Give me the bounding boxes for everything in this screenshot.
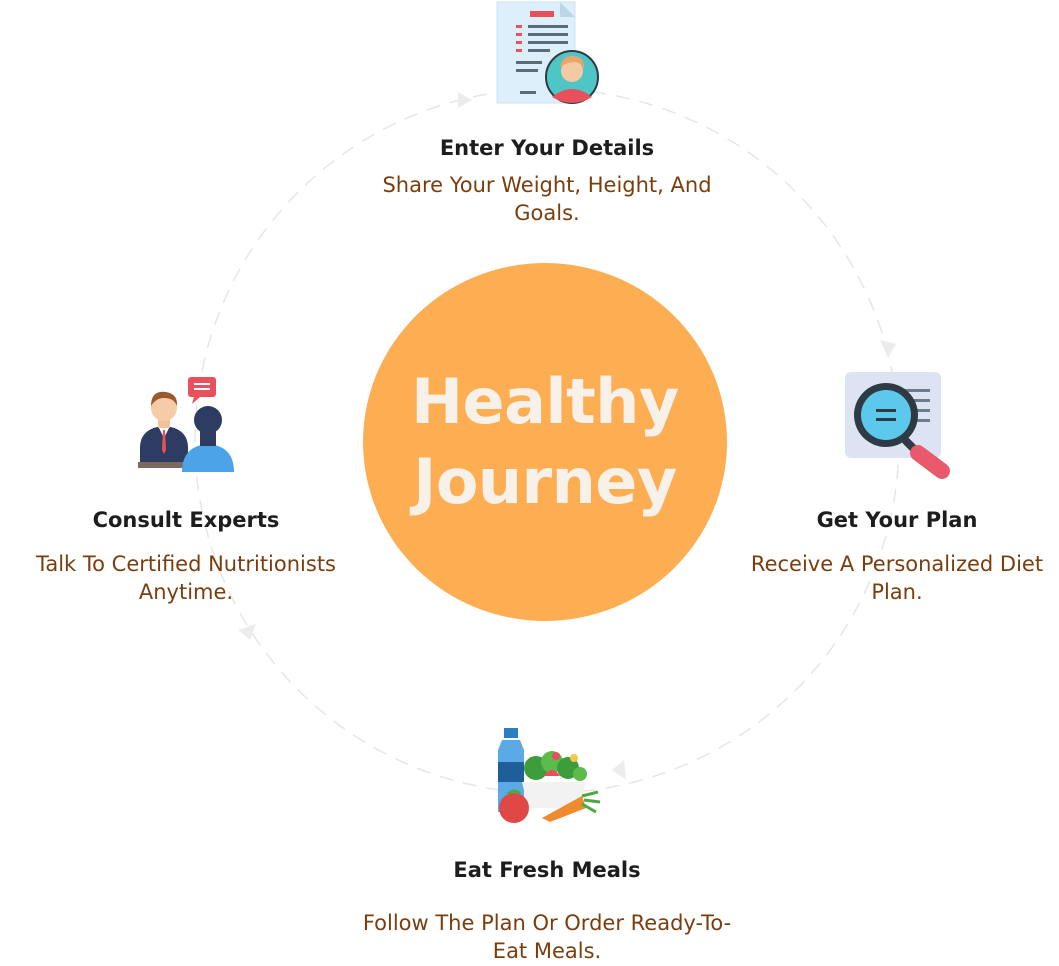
magnifier-document-icon: [845, 372, 950, 479]
ring-arrow-top-icon: [458, 92, 472, 108]
ring-arrow-left-icon: [238, 624, 256, 640]
ring-arrow-right-icon: [880, 340, 896, 358]
step-description: Talk To Certified Nutritionists Anytime.: [35, 552, 336, 604]
step-description: Receive A Personalized Diet Plan.: [750, 552, 1044, 604]
consultation-icon: [138, 377, 234, 472]
center-title-line2: Journey: [413, 445, 677, 518]
center-circle: Healthy Journey: [363, 263, 727, 621]
center-title-line1: Healthy: [411, 365, 679, 438]
step-title: Get Your Plan: [816, 508, 978, 532]
step-description: Follow The Plan Or Order Ready-To-Eat Me…: [362, 911, 732, 963]
step-title: Enter Your Details: [439, 136, 655, 160]
step-title: Eat Fresh Meals: [453, 858, 641, 882]
ring-arrow-bottom-icon: [612, 760, 626, 780]
step-description: Share Your Weight, Height, And Goals.: [382, 173, 712, 225]
fresh-food-icon: [498, 728, 601, 823]
document-profile-icon: [496, 1, 599, 104]
step-title: Consult Experts: [92, 508, 280, 532]
